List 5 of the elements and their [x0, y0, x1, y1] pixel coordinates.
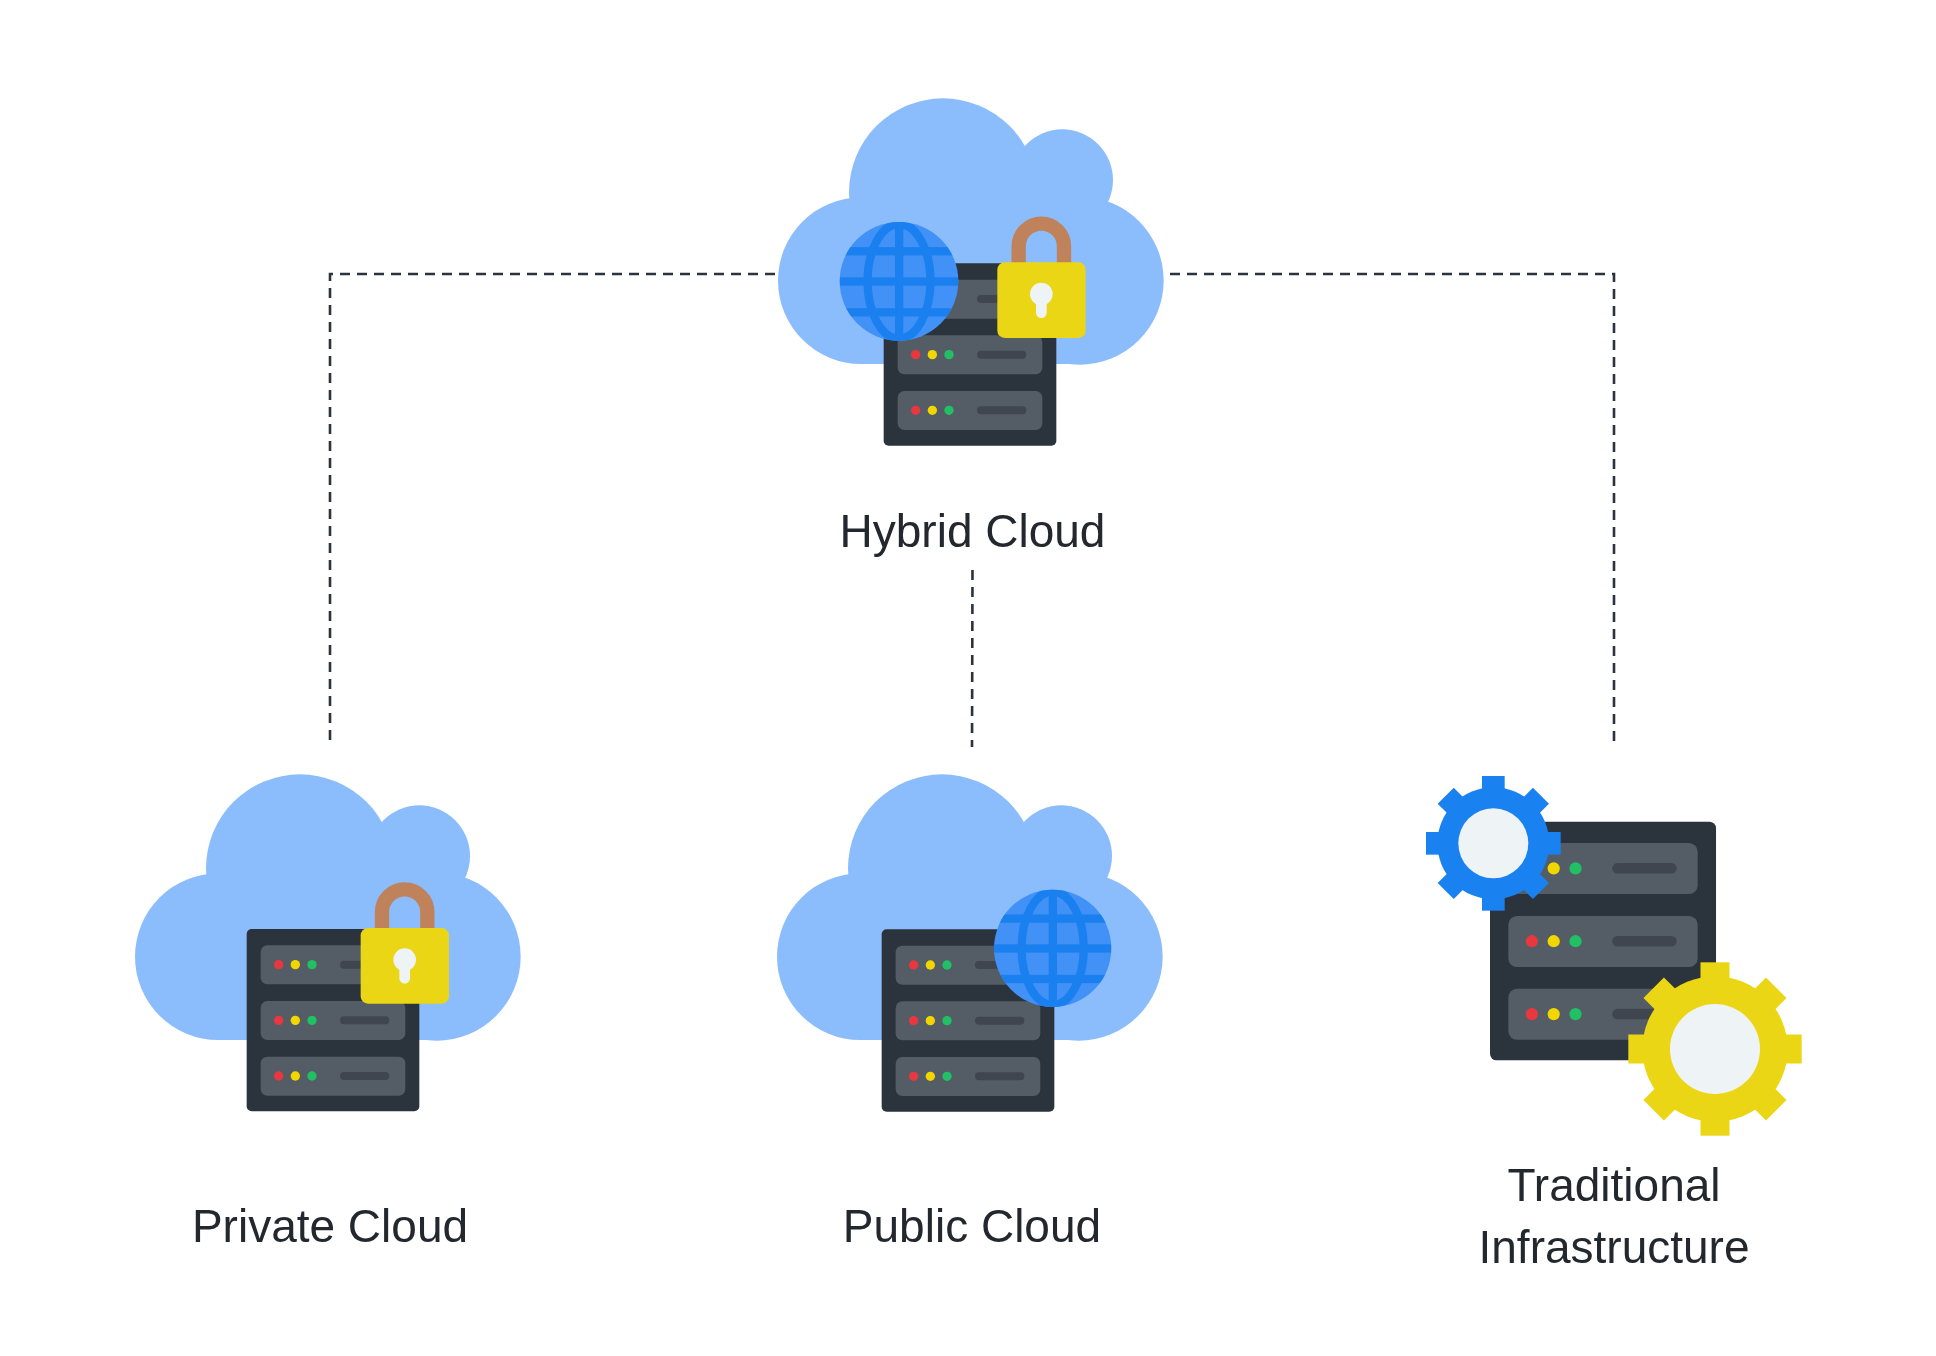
node-label: Public Cloud [842, 1200, 1102, 1253]
connector-line [970, 570, 974, 747]
node-label: Hybrid Cloud [839, 505, 1106, 558]
node-label: Traditional Infrastructure [1478, 1158, 1750, 1275]
node-label: Private Cloud [191, 1200, 469, 1253]
